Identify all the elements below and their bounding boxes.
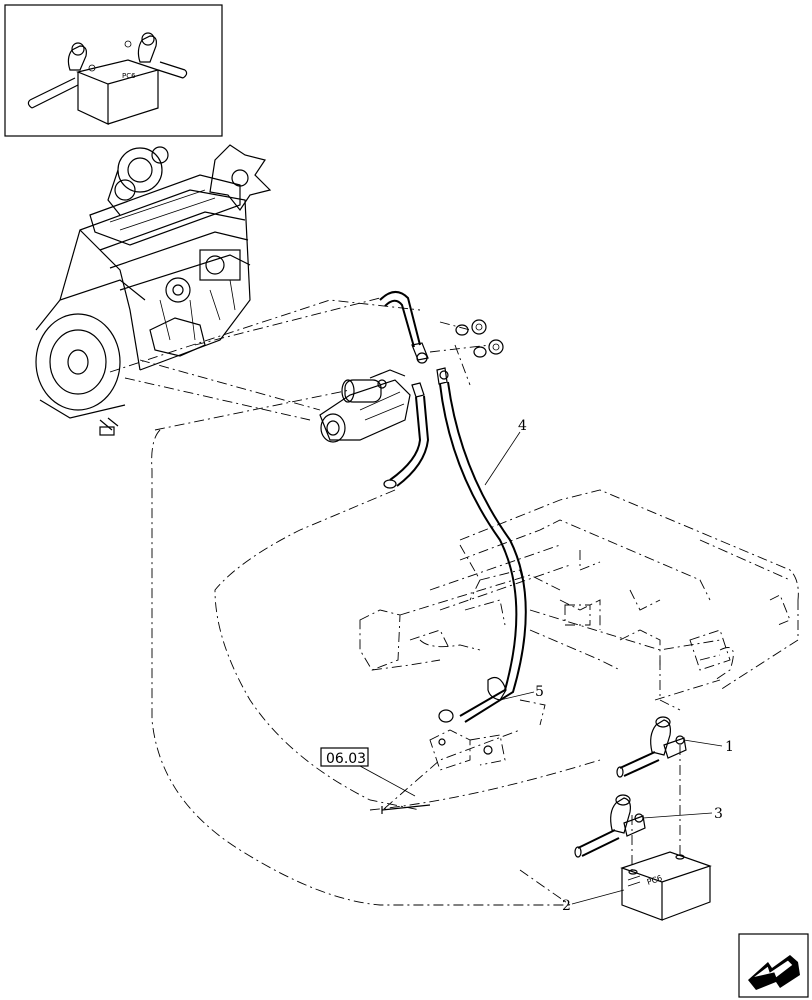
battery-cable-upper <box>379 291 504 364</box>
assembly-lines <box>109 297 681 906</box>
callout-4: 4 <box>518 418 527 434</box>
reference-box[interactable]: 06.03 <box>320 747 416 797</box>
ground-strap-cable <box>436 367 527 723</box>
callout-3: 3 <box>714 806 723 822</box>
callout-5: 5 <box>535 684 544 700</box>
battery-marking: PC6 <box>646 874 664 887</box>
terminal-clamp-3 <box>574 794 646 858</box>
chassis-frame <box>359 489 799 814</box>
starter-motor <box>319 369 411 443</box>
location-inset: PC6 <box>4 4 223 137</box>
battery: PC6 <box>620 851 712 921</box>
inset-battery-marking: PC6 <box>122 72 136 80</box>
callout-1: 1 <box>725 739 734 755</box>
reference-label: 06.03 <box>326 751 366 767</box>
battery-cable-middle <box>383 382 430 489</box>
callout-2: 2 <box>562 898 571 914</box>
terminal-clamp-1 <box>616 716 687 778</box>
next-page-arrow-icon[interactable] <box>738 933 809 998</box>
callouts: 4 5 1 3 2 <box>484 418 734 914</box>
engine-assembly <box>35 144 272 436</box>
